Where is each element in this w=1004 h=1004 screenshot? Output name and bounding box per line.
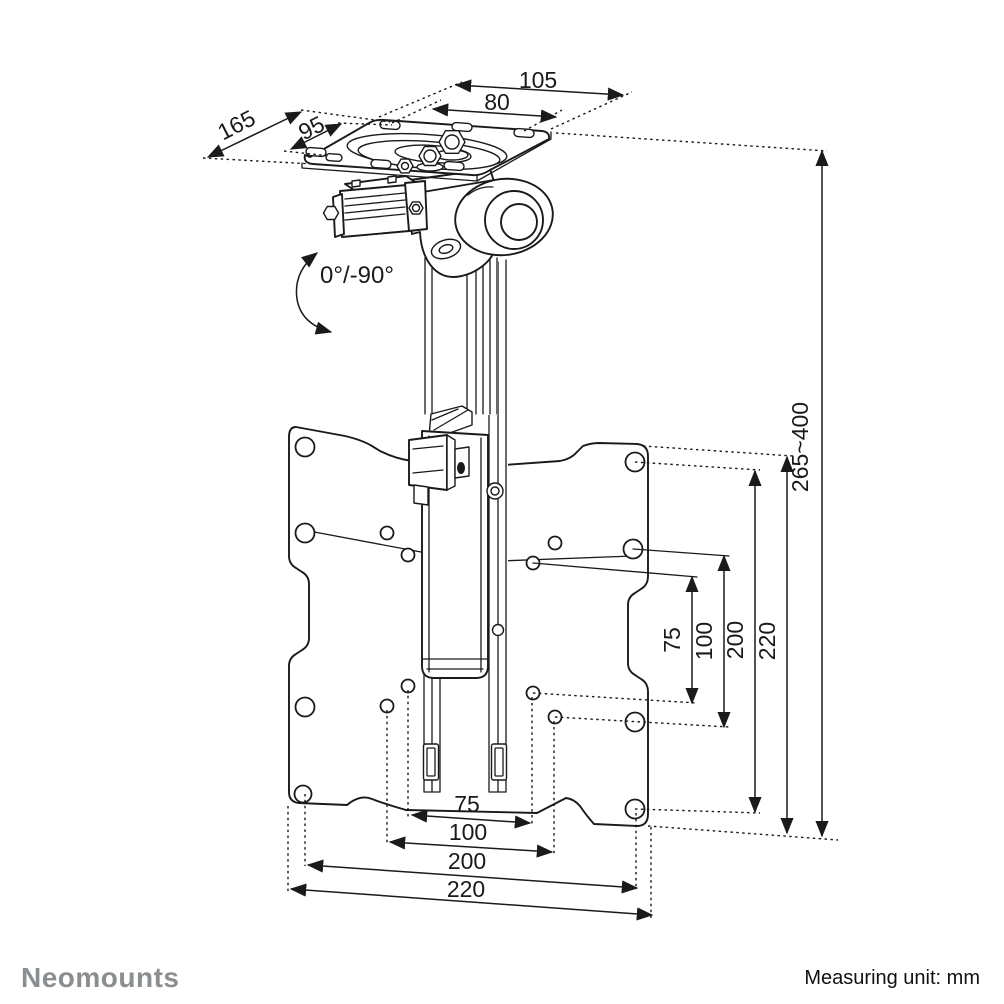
tilt-arm (322, 175, 428, 238)
dim-label-ceiling-depth: 165 (213, 105, 259, 146)
dim-label-height-range: 265~400 (787, 402, 813, 492)
vesa-slider-block (408, 434, 470, 506)
dim-line-h220 (289, 883, 654, 921)
ceiling-slot (305, 146, 327, 158)
dim-line-105 (454, 79, 625, 101)
dim-label-vesa-width-100: 100 (449, 819, 487, 845)
dim-label-plate-width-220: 220 (447, 876, 485, 902)
dim-label-vesa-height-200: 200 (722, 621, 748, 659)
tilt-joint (322, 168, 554, 278)
rail-end-tab (490, 743, 508, 781)
dim-line-165 (206, 111, 303, 158)
ceiling-slot (443, 160, 465, 172)
ceiling-slot (513, 127, 535, 139)
dim-label-vesa-height-75: 75 (659, 627, 685, 653)
plate-hole (294, 436, 316, 458)
dim-label-ceiling-holes-depth: 95 (294, 110, 329, 145)
plate-hole (294, 522, 316, 544)
plate-hole-small (379, 525, 395, 541)
rail-screw (491, 623, 505, 637)
dim-label-plate-height-220: 220 (754, 622, 780, 660)
ceiling-slot (451, 121, 473, 133)
tilt-arc-arrow (295, 252, 333, 335)
dim-label-ceiling-width: 105 (519, 67, 557, 93)
rail-end-tab (422, 743, 440, 781)
tilt-range-label: 0°/-90° (320, 262, 394, 289)
arm-bolt (322, 205, 340, 221)
brand-logo: Neomounts (21, 962, 180, 993)
ceiling-plate (301, 118, 552, 182)
plate-crease-right (499, 555, 634, 562)
plate-hole (624, 711, 646, 733)
plate-hole (293, 784, 313, 804)
ceiling-slot (325, 152, 343, 163)
column (408, 257, 508, 793)
dim-label-ceiling-holes: 80 (484, 89, 510, 115)
dim-line-h100 (388, 836, 554, 858)
measuring-unit-note: Measuring unit: mm (804, 967, 980, 989)
dim-line-95 (289, 123, 343, 150)
dim-label-vesa-width-75: 75 (454, 791, 480, 817)
plate-hole-small (400, 547, 416, 563)
plate-hole (294, 696, 316, 718)
dim-label-vesa-height-100: 100 (691, 622, 717, 660)
telescopic-tube (421, 430, 489, 679)
dim-label-vesa-width-200: 200 (448, 848, 486, 874)
dim-line-80 (431, 103, 558, 123)
plate-hole-small (547, 535, 563, 551)
ceiling-slot (370, 158, 392, 170)
dim-line-h75 (410, 809, 532, 829)
plate-crease-left (308, 530, 422, 553)
